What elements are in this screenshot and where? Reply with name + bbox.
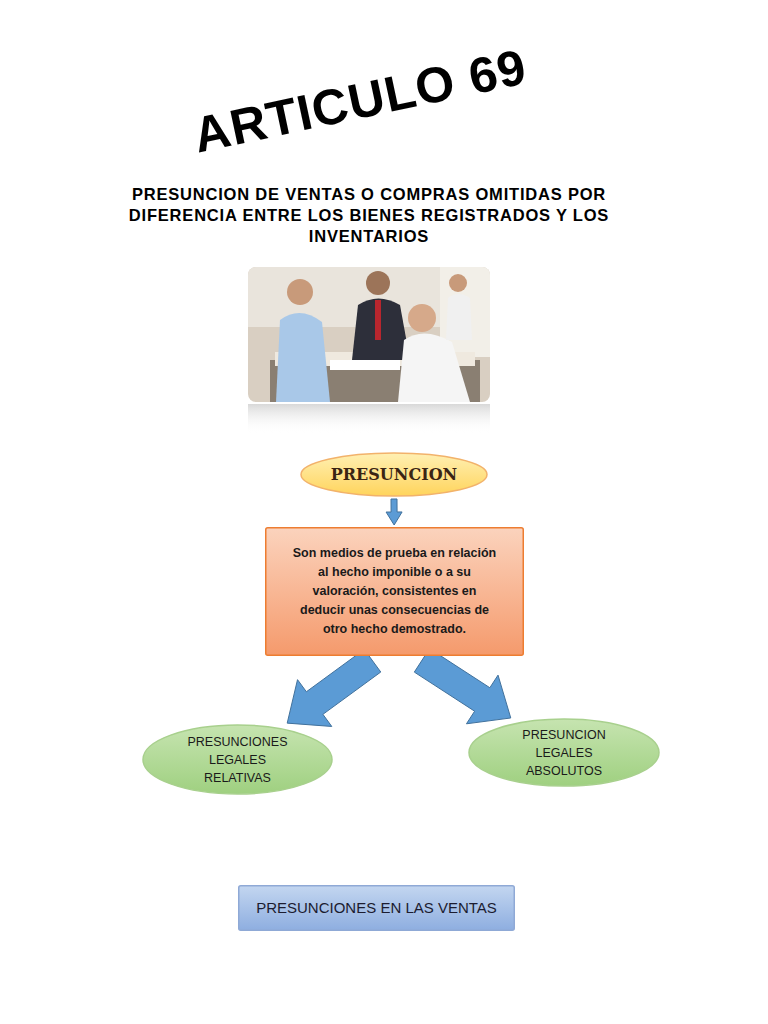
block-arrow [414,649,510,724]
node-text: PRESUNCION LEGALES ABSOLUTOS [516,726,612,780]
definition-box: Son medios de prueba en relación al hech… [265,527,524,656]
ellipse-shape [301,453,487,496]
topic-box: PRESUNCIONES EN LAS VENTAS [238,885,515,931]
category-ellipse: PRESUNCIONES LEGALES RELATIVAS [142,724,333,795]
ellipse-shape [143,725,332,794]
block-arrow [386,499,402,525]
photo-illustration [248,267,490,434]
node-text: Son medios de prueba en relación al hech… [292,544,497,639]
node-text: PRESUNCIONES LEGALES RELATIVAS [186,733,290,787]
rect-shape [266,528,524,656]
node-text: PRESUNCIONES EN LAS VENTAS [256,898,497,918]
concept-ellipse: PRESUNCION [300,452,488,497]
ellipse-shape [469,719,659,786]
rect-shape [239,886,515,931]
block-arrow [287,649,381,726]
subtitle: PRESUNCION DE VENTAS O COMPRAS OMITIDAS … [86,184,652,247]
category-ellipse: PRESUNCION LEGALES ABSOLUTOS [468,718,660,787]
page-title: ARTICULO 69 [158,31,561,171]
node-text: PRESUNCION [331,465,457,485]
